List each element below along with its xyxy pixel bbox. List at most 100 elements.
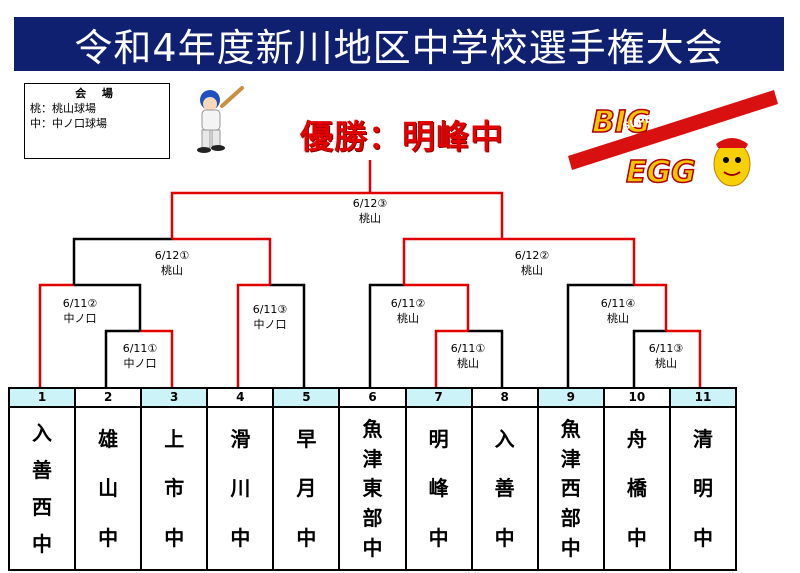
team-name: 雄 山 中 (76, 408, 140, 569)
match-venue: 桃山 (359, 212, 381, 225)
match-q4: 6/11④ 桃山 (588, 296, 648, 326)
match-q3: 6/11② 桃山 (378, 296, 438, 326)
team-char: 中 (428, 526, 449, 551)
page-title: 令和4年度新川地区中学校選手権大会 (14, 17, 784, 71)
venue-line-momoyama: 桃：桃山球場 (30, 102, 96, 115)
match-date: 6/11① (122, 342, 158, 355)
team-number: 8 (472, 389, 537, 408)
venue-heading: 会 場 (75, 87, 119, 100)
team-slot-9: 9 魚 津 西 部 中 (538, 389, 605, 571)
match-venue: 桃山 (457, 357, 479, 370)
team-name: 清 明 中 (671, 408, 735, 569)
team-slot-3: 3 上 市 中 (142, 389, 209, 571)
team-name: 魚 津 東 部 中 (340, 408, 404, 569)
team-char: 津 (560, 446, 581, 471)
team-char: 明 (692, 476, 713, 501)
match-date: 6/11② (62, 297, 98, 310)
team-char: 川 (230, 476, 251, 501)
venue-legend: 会 場 桃：桃山球場 中：中ノ口球場 (24, 83, 170, 159)
logo-big: BIG (592, 105, 651, 140)
team-name: 舟 橋 中 (605, 408, 669, 569)
match-venue: 桃山 (607, 312, 629, 325)
team-slot-1: 1 入 善 西 中 (10, 389, 77, 571)
team-number: 3 (142, 389, 207, 408)
team-number: 6 (340, 389, 405, 408)
team-char: 中 (626, 526, 647, 551)
bracket-line-q3sub-right (468, 329, 504, 388)
team-number: 11 (670, 389, 735, 408)
team-slot-6: 6 魚 津 東 部 中 (340, 389, 407, 571)
match-venue: 中ノ口 (123, 357, 157, 370)
bracket-line-q2-right (270, 283, 306, 388)
big-egg-logo: BIG SUPER BATTING EGG (568, 90, 778, 191)
team-char: 津 (362, 446, 383, 471)
team-char: 中 (230, 526, 251, 551)
match-q3-sub: 6/11① 桃山 (438, 341, 498, 371)
team-slot-10: 10 舟 橋 中 (604, 389, 671, 571)
venue-line-nakanokuchi: 中：中ノ口球場 (30, 117, 107, 130)
team-char: 東 (362, 476, 383, 501)
match-date: 6/11② (390, 297, 426, 310)
match-date: 6/12③ (352, 197, 388, 210)
team-char: 峰 (428, 476, 449, 501)
team-char: 明 (428, 426, 449, 451)
match-q2: 6/11③ 中ノ口 (240, 302, 300, 332)
baseball-player-illustration (197, 86, 244, 153)
match-date: 6/11④ (600, 297, 636, 310)
match-venue: 桃山 (161, 264, 183, 277)
match-q4-sub: 6/11③ 桃山 (636, 341, 696, 371)
match-date: 6/11③ (648, 342, 684, 355)
bracket-line-q4-left (566, 283, 634, 388)
team-char: 早 (296, 426, 317, 451)
logo-egg: EGG (626, 155, 696, 190)
bracket-line-q4sub-left (632, 329, 666, 388)
team-name: 魚 津 西 部 中 (539, 408, 603, 569)
team-char: 中 (98, 526, 119, 551)
team-char: 滑 (230, 426, 251, 451)
match-date: 6/12① (154, 249, 190, 262)
bracket-line-q4-right (634, 283, 668, 331)
team-char: 入 (32, 420, 53, 445)
team-char: 上 (164, 426, 185, 451)
bracket-line-semi-left-a (72, 237, 172, 285)
team-char: 西 (560, 476, 581, 501)
team-char: 魚 (560, 416, 581, 441)
team-char: 中 (362, 536, 383, 561)
team-char: 中 (296, 526, 317, 551)
bracket-line-q3-left (368, 283, 404, 388)
team-char: 中 (494, 526, 515, 551)
bracket-line-q1sub-right (140, 329, 174, 388)
team-name: 入 善 中 (473, 408, 537, 569)
match-date: 6/12② (514, 249, 550, 262)
team-char: 橋 (626, 476, 647, 501)
team-char: 舟 (626, 426, 647, 451)
team-number: 1 (10, 389, 75, 408)
team-name: 明 峰 中 (407, 408, 471, 569)
team-char: 中 (560, 536, 581, 561)
team-char: 月 (296, 476, 317, 501)
bracket-line-q1-left (38, 283, 74, 388)
team-char: 部 (362, 506, 383, 531)
team-slot-4: 4 滑 川 中 (208, 389, 275, 571)
match-semi-left: 6/12① 桃山 (142, 248, 202, 278)
bracket-line-semi-left-b (172, 237, 272, 285)
team-table: 1 入 善 西 中 2 雄 山 中 3 上 市 中 4 滑 川 中 5 (8, 387, 737, 571)
team-number: 9 (538, 389, 603, 408)
team-char: 中 (32, 532, 53, 557)
match-q1: 6/11② 中ノ口 (50, 296, 110, 326)
team-name: 入 善 西 中 (10, 408, 74, 569)
team-name: 滑 川 中 (208, 408, 272, 569)
team-slot-7: 7 明 峰 中 (406, 389, 473, 571)
bracket-line-q3-right (404, 283, 470, 331)
match-venue: 中ノ口 (253, 318, 287, 331)
team-number: 10 (604, 389, 669, 408)
bracket-line-final-left (170, 191, 370, 239)
bracket-line-final-right (370, 191, 504, 239)
team-char: 山 (98, 476, 119, 501)
match-semi-right: 6/12② 桃山 (502, 248, 562, 278)
team-char: 入 (494, 426, 515, 451)
team-slot-8: 8 入 善 中 (472, 389, 539, 571)
team-char: 西 (32, 495, 53, 520)
bracket-line-semi-right-b (502, 237, 636, 285)
